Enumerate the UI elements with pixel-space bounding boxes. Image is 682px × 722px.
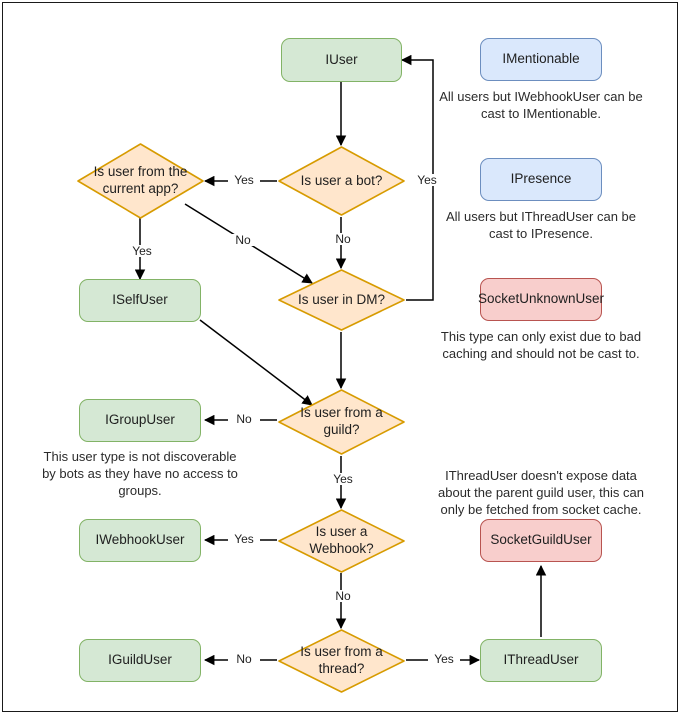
diamond-shape — [278, 509, 405, 573]
caption-ipresence: All users but IThreadUser can be cast to… — [437, 208, 645, 242]
edge-label-webhook-no-text: No — [335, 589, 351, 603]
diamond-shape — [278, 629, 405, 693]
caption-imentionable-text: All users but IWebhookUser can be cast t… — [439, 89, 643, 122]
node-is-user-a-webhook[interactable]: Is user a Webhook? — [277, 508, 406, 574]
edge-label-webhook-no: No — [327, 590, 359, 602]
edge-label-webhook-yes-text: Yes — [234, 532, 254, 546]
edge-label-guild-no-text: No — [236, 412, 252, 426]
edge-label-thread-yes-text: Yes — [434, 652, 454, 666]
edge-label-guild-yes-text: Yes — [333, 472, 353, 486]
node-is-user-a-webhook-label: Is user a Webhook? — [309, 524, 374, 556]
node-iwebhookuser[interactable]: IWebhookUser — [79, 519, 201, 562]
node-igroupuser-label: IGroupUser — [105, 412, 175, 428]
node-is-user-from-guild[interactable]: Is user from a guild? — [277, 388, 406, 456]
caption-ipresence-text: All users but IThreadUser can be cast to… — [445, 209, 637, 242]
edge-label-thread-yes: Yes — [428, 653, 460, 665]
node-iselfuser[interactable]: ISelfUser — [79, 279, 201, 322]
node-is-user-a-bot-label: Is user a bot? — [300, 172, 383, 188]
edge-label-currentapp-yes: Yes — [126, 245, 158, 257]
edge-label-bot-yes: Yes — [228, 174, 260, 186]
node-imentionable-label: IMentionable — [502, 51, 580, 67]
edge-label-thread-no-text: No — [236, 652, 252, 666]
node-is-user-from-guild-label: Is user from a guild? — [300, 405, 383, 437]
node-is-user-from-current-app-label: Is user from the current app? — [93, 164, 188, 196]
node-ithreaduser-label: IThreadUser — [503, 652, 579, 668]
caption-imentionable: All users but IWebhookUser can be cast t… — [437, 88, 645, 122]
edge-label-webhook-yes: Yes — [228, 533, 260, 545]
edge-label-bot-no-text: No — [335, 232, 351, 246]
node-igroupuser[interactable]: IGroupUser — [79, 399, 201, 442]
node-iguilduser[interactable]: IGuildUser — [79, 639, 201, 682]
node-socketunknownuser[interactable]: SocketUnknownUser — [477, 278, 605, 321]
node-ithreaduser[interactable]: IThreadUser — [480, 639, 602, 682]
edge-label-dm-yes-text: Yes — [417, 173, 437, 187]
edge-label-bot-yes-text: Yes — [234, 173, 254, 187]
node-iguilduser-label: IGuildUser — [108, 652, 172, 668]
node-is-user-a-bot[interactable]: Is user a bot? — [277, 145, 406, 217]
edge-label-guild-no: No — [228, 413, 260, 425]
node-iuser-label: IUser — [325, 51, 358, 67]
diamond-shape — [278, 146, 405, 216]
edge-label-currentapp-no-text: No — [235, 233, 251, 247]
caption-socketguilduser: IThreadUser doesn't expose data about th… — [435, 467, 647, 518]
edge-label-dm-yes: Yes — [411, 174, 443, 186]
node-socketunknownuser-label: SocketUnknownUser — [477, 291, 605, 307]
node-is-user-from-thread-label: Is user from a thread? — [300, 644, 383, 676]
node-socketguilduser[interactable]: SocketGuildUser — [480, 519, 602, 562]
node-ipresence[interactable]: IPresence — [480, 158, 602, 201]
node-is-user-in-dm-label: Is user in DM? — [297, 291, 386, 307]
edge-label-guild-yes: Yes — [327, 473, 359, 485]
edge-label-currentapp-no: No — [227, 234, 259, 246]
node-socketguilduser-label: SocketGuildUser — [490, 532, 592, 548]
node-is-user-from-current-app[interactable]: Is user from the current app? — [76, 142, 205, 220]
caption-socketunknownuser: This type can only exist due to bad cach… — [437, 328, 645, 362]
caption-socketunknownuser-text: This type can only exist due to bad cach… — [440, 329, 642, 362]
diamond-shape — [278, 269, 405, 331]
caption-socketguilduser-text: IThreadUser doesn't expose data about th… — [438, 468, 644, 518]
edge-label-bot-no: No — [327, 233, 359, 245]
node-iwebhookuser-label: IWebhookUser — [95, 532, 185, 548]
diamond-shape — [77, 143, 204, 219]
node-is-user-from-thread[interactable]: Is user from a thread? — [277, 628, 406, 694]
node-ipresence-label: IPresence — [510, 171, 572, 187]
caption-igroupuser: This user type is not discoverable by bo… — [36, 448, 244, 499]
node-iuser[interactable]: IUser — [281, 38, 402, 82]
node-imentionable[interactable]: IMentionable — [480, 38, 602, 81]
node-is-user-in-dm[interactable]: Is user in DM? — [277, 268, 406, 332]
diamond-shape — [278, 389, 405, 455]
edge-label-currentapp-yes-text: Yes — [132, 244, 152, 258]
caption-igroupuser-text: This user type is not discoverable by bo… — [42, 449, 238, 499]
node-iselfuser-label: ISelfUser — [112, 292, 168, 308]
edge-label-thread-no: No — [228, 653, 260, 665]
